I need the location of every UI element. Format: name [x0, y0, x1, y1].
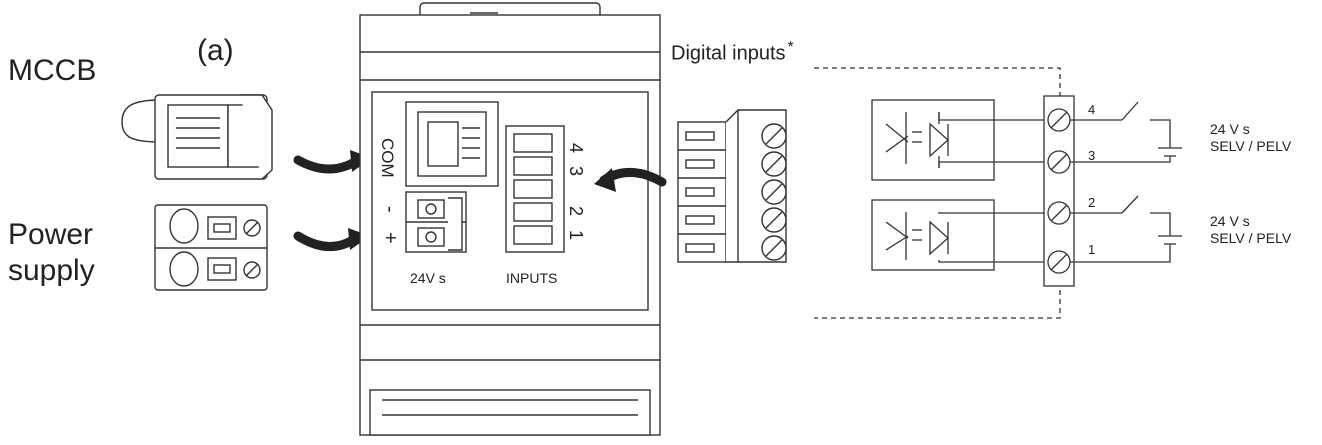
terminal-strip: [1043, 95, 1075, 287]
supply-terminal: [405, 191, 467, 253]
com-port: [405, 101, 499, 187]
terminal-number-3: 3: [1088, 148, 1095, 163]
power-arrow: [293, 231, 361, 251]
input-number-1: 1: [566, 230, 586, 240]
input-number-2: 2: [566, 206, 586, 216]
figure-tag-a: (a): [197, 34, 234, 67]
power-supply-label-line1: Power: [8, 218, 94, 251]
external-circuit-bottom: [1070, 195, 1182, 263]
terminal-number-1: 1: [1088, 242, 1095, 257]
supply-bottom-line1: 24 V s: [1210, 213, 1250, 229]
input-number-4: 4: [566, 143, 586, 153]
power-supply-connector: [154, 204, 268, 291]
digital-inputs-footnote-mark: *: [787, 39, 794, 56]
schematic-boundary: [814, 67, 1061, 319]
com-label: COM: [378, 138, 397, 178]
supply-bottom-line2: SELV / PELV: [1210, 230, 1292, 246]
supply-top-line1: 24 V s: [1210, 121, 1250, 137]
com-arrow: [293, 155, 363, 174]
mccb-connector: [121, 94, 273, 180]
external-circuit-top: [1070, 101, 1182, 163]
schematic-wires: [938, 112, 1058, 263]
power-arrowhead: [348, 228, 370, 250]
mccb-label: MCCB: [8, 54, 97, 87]
inputs-terminal-label: INPUTS: [506, 270, 557, 286]
supply-terminal-label: 24V s: [410, 270, 446, 286]
terminal-number-2: 2: [1088, 195, 1095, 210]
digital-inputs-label: Digital inputs*: [671, 40, 794, 64]
minus-label: -: [379, 206, 401, 213]
input-number-3: 3: [566, 166, 586, 176]
terminal-number-4: 4: [1088, 102, 1095, 117]
plus-label: +: [379, 232, 401, 244]
optocoupler-top: [871, 99, 995, 181]
inputs-arrowhead: [594, 168, 616, 192]
supply-top-line2: SELV / PELV: [1210, 138, 1292, 154]
digital-inputs-text: Digital inputs: [671, 42, 786, 65]
inputs-terminal: [505, 125, 565, 253]
optocoupler-bottom: [871, 199, 995, 271]
power-supply-label-line2: supply: [8, 254, 95, 287]
digital-inputs-plug: [677, 109, 787, 263]
